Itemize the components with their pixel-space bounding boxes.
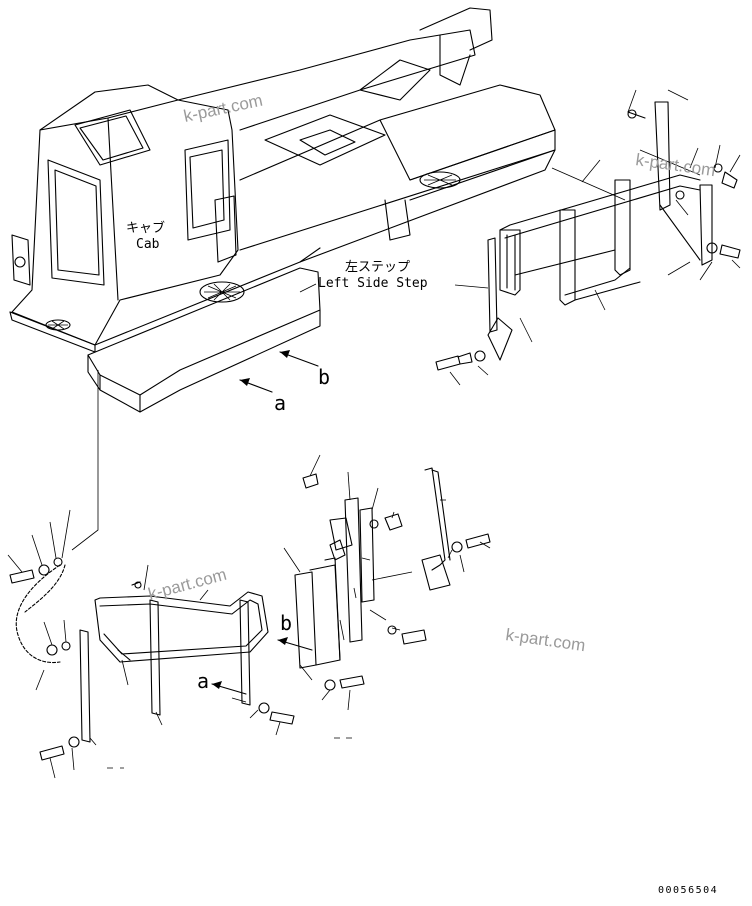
watermark-2: k-part.com — [634, 150, 716, 180]
watermark-3: k-part.com — [146, 565, 228, 604]
handrail-assembly-top — [435, 89, 741, 386]
step-label-en: Left Side Step — [318, 276, 428, 291]
view-label-a-bottom: a — [197, 669, 209, 693]
step-leader-line — [299, 283, 317, 293]
view-label-b-bottom: b — [280, 611, 292, 635]
cab-label-jp: キャブ — [126, 220, 165, 236]
handrail-assembly-bottom — [7, 370, 491, 779]
view-arrows-top — [239, 350, 319, 393]
step-label-jp: 左ステップ — [345, 260, 410, 275]
view-label-a-top: a — [274, 391, 286, 415]
watermark-4: k-part.com — [504, 625, 586, 655]
machine-body — [9, 7, 556, 413]
cab-label-en: Cab — [136, 237, 160, 252]
view-label-b-top: b — [318, 365, 330, 389]
figure-code: 00056504 — [658, 885, 718, 896]
